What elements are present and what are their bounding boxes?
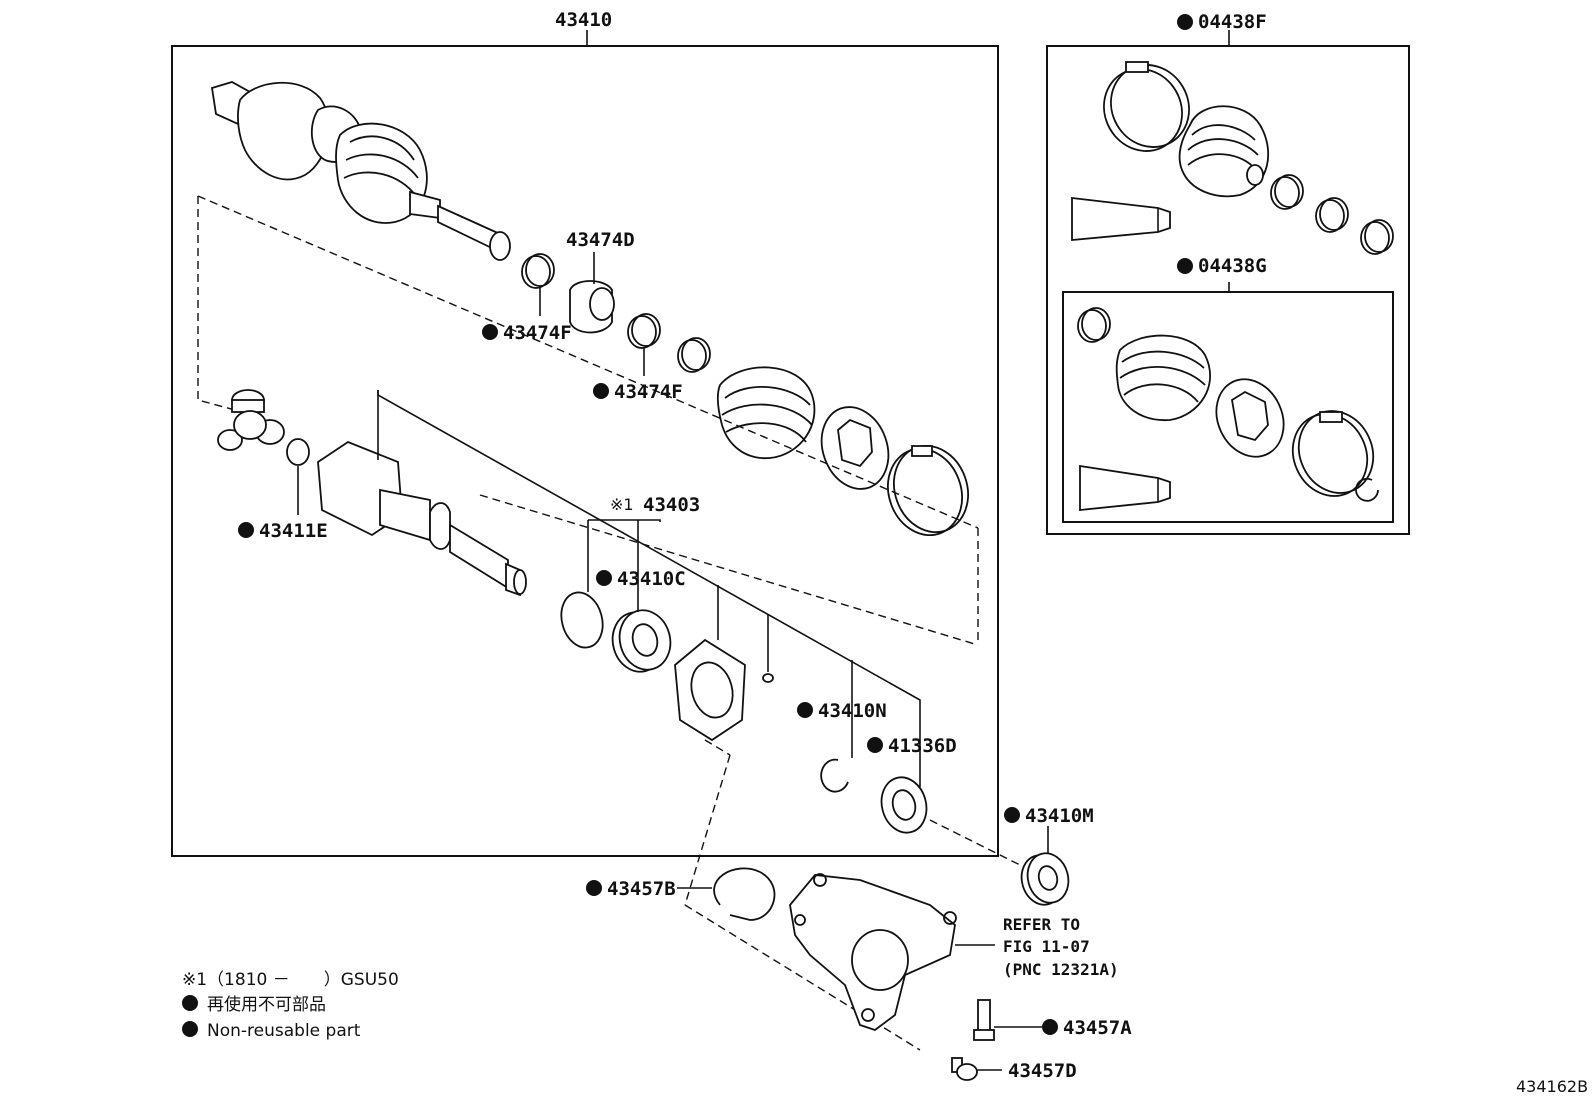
- non-reusable-dot: [593, 383, 609, 399]
- label-41336D: 41336D: [888, 735, 957, 757]
- reference-line-3: (PNC 12321A): [1003, 960, 1119, 979]
- legend-en: Non-reusable part: [207, 1021, 361, 1041]
- legend: ※1（1810 － ）GSU50 再使用不可部品 Non-reusable pa…: [182, 970, 399, 1041]
- label-43457B: 43457B: [607, 878, 676, 900]
- kit-f-box: 04438F: [1046, 11, 1410, 535]
- non-reusable-dot: [238, 522, 254, 538]
- catalog-id: 434162B: [1516, 1077, 1588, 1096]
- non-reusable-dot: [867, 737, 883, 753]
- kit-g-boot: [1115, 334, 1211, 421]
- label-kit-f: 04438F: [1198, 11, 1267, 33]
- inboard-large-clamp: [887, 444, 969, 537]
- part-43410M-seal: [1020, 826, 1070, 906]
- part-43411E-snap-ring: [286, 438, 310, 466]
- assembly-box: 43410: [171, 9, 999, 857]
- reference-line-2: FIG 11-07: [1003, 937, 1090, 956]
- non-reusable-dot: [1042, 1019, 1058, 1035]
- label-43410C: 43410C: [617, 568, 686, 590]
- kit-g-large-clamp: [1291, 410, 1375, 497]
- kit-g-snap-ring: [1355, 477, 1379, 502]
- non-reusable-dot: [1004, 807, 1020, 823]
- non-reusable-dot: [586, 880, 602, 896]
- dowel-pin: [762, 615, 774, 683]
- kit-f-boot: [1178, 105, 1269, 198]
- part-43474F-clamp-a: [521, 253, 555, 289]
- reference-line-1: REFER TO: [1003, 915, 1080, 934]
- kit-f-small-clamp-2: [1315, 197, 1349, 233]
- non-reusable-dot: [1177, 258, 1193, 274]
- non-reusable-dot: [596, 570, 612, 586]
- legend-dot-jp: [182, 995, 198, 1011]
- legend-dot-en: [182, 1021, 198, 1037]
- non-reusable-dot: [1177, 14, 1193, 30]
- outboard-joint-shaft: [210, 81, 511, 261]
- label-43457D: 43457D: [1008, 1060, 1077, 1082]
- label-43474F-b: 43474F: [614, 381, 683, 403]
- bearing-bracket: [674, 585, 746, 742]
- label-43457A: 43457A: [1063, 1017, 1132, 1039]
- label-43403: 43403: [643, 494, 700, 516]
- inboard-joint-shaft: [317, 440, 527, 597]
- part-43457B-snap-ring: [713, 867, 776, 921]
- kit-f-large-clamp: [1103, 61, 1190, 152]
- label-43411E: 43411E: [259, 520, 328, 542]
- inner-small-clamp: [677, 337, 711, 373]
- center-bearing-support: [789, 873, 957, 1032]
- label-kit-g: 04438G: [1198, 255, 1267, 277]
- non-reusable-dot: [482, 324, 498, 340]
- label-assembly: 43410: [555, 9, 612, 31]
- kit-g-tripod-housing: [1215, 378, 1285, 458]
- label-43474D: 43474D: [566, 229, 635, 251]
- kit-f-small-clamp-3: [1360, 219, 1394, 255]
- kit-f-small-clamp-1: [1270, 174, 1304, 210]
- kit-g-small-clamp: [1077, 307, 1111, 343]
- tripod-joint: [217, 389, 285, 451]
- part-43474F-clamp-b: [627, 313, 661, 349]
- part-41336D-seal: [880, 776, 928, 834]
- label-43410N: 43410N: [818, 700, 887, 722]
- reference-note: REFER TO FIG 11-07 (PNC 12321A): [1003, 915, 1119, 979]
- part-43474D-damper: [569, 280, 615, 334]
- kit-g-grease-tube: [1079, 464, 1171, 511]
- part-43457D-bolt: [951, 1057, 1002, 1081]
- inboard-boot: [716, 366, 816, 459]
- kit-f-grease-tube: [1071, 196, 1171, 241]
- legend-note: ※1（1810 － ）GSU50: [182, 970, 399, 990]
- part-43403-bearing: [611, 520, 672, 673]
- label-43474F-a: 43474F: [503, 322, 572, 344]
- part-43457A-bolt: [973, 999, 1042, 1041]
- part-43410C-snap-ring: [560, 520, 604, 649]
- label-43410M: 43410M: [1025, 805, 1094, 827]
- non-reusable-dot: [797, 702, 813, 718]
- inboard-housing-ring: [820, 406, 890, 490]
- label-43403-prefix: ※1: [610, 495, 634, 514]
- legend-jp: 再使用不可部品: [207, 994, 326, 1015]
- part-43410N-snap-ring: [820, 660, 853, 793]
